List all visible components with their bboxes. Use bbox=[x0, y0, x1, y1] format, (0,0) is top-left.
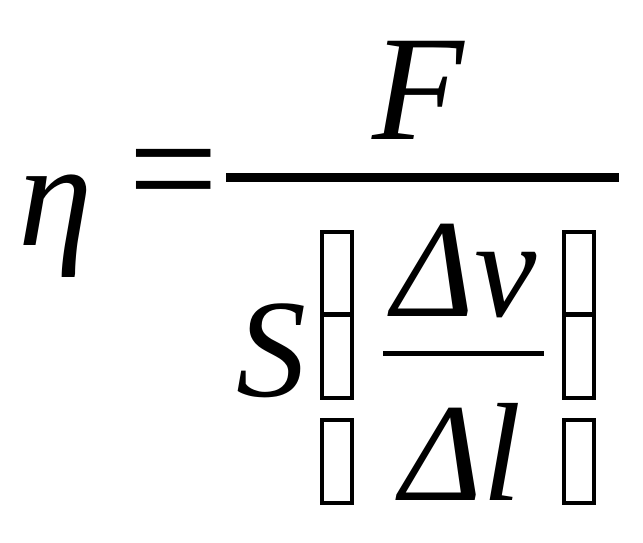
main-fraction-bar bbox=[226, 173, 619, 182]
equals-sign: = bbox=[128, 79, 219, 257]
right-paren-box-top bbox=[562, 230, 596, 316]
eta-symbol: η bbox=[18, 112, 93, 278]
left-paren-box-top bbox=[320, 230, 354, 316]
right-paren-box-bottom bbox=[562, 418, 596, 505]
denominator-area: S bbox=[236, 272, 306, 427]
right-paren-box-middle bbox=[562, 313, 596, 400]
inner-denominator-delta-l: Δl bbox=[400, 376, 522, 531]
left-paren-box-middle bbox=[320, 313, 354, 400]
left-paren-box-bottom bbox=[320, 418, 354, 505]
numerator-force: F bbox=[372, 6, 464, 172]
inner-numerator-delta-v: Δv bbox=[392, 192, 537, 347]
inner-fraction-bar bbox=[383, 351, 544, 356]
